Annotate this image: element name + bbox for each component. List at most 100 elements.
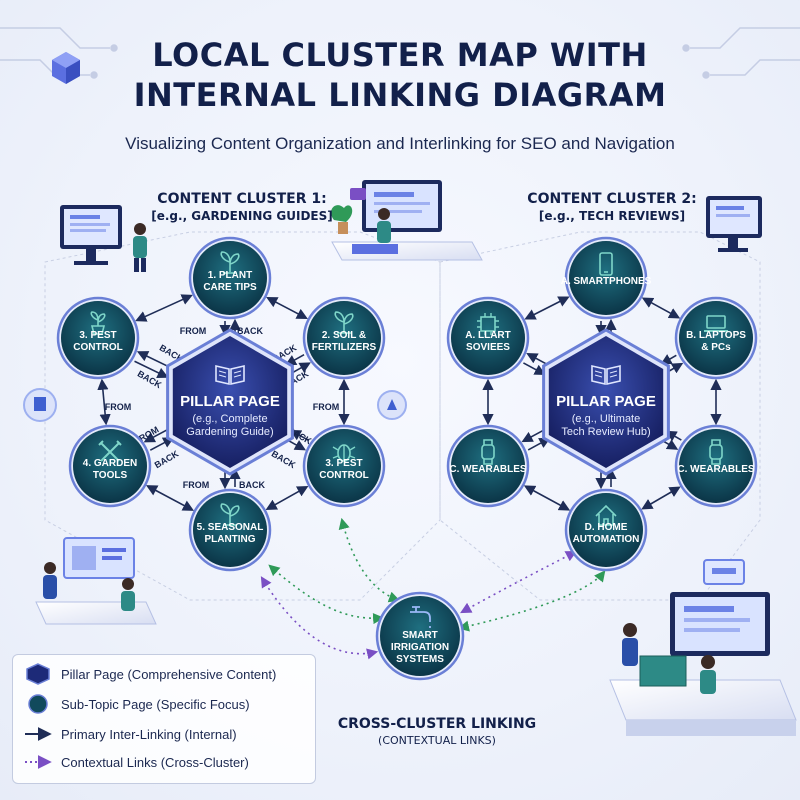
cross-link-seasonal-alt — [268, 564, 385, 625]
cluster1-spoke-from-5 — [134, 360, 169, 378]
hexagon-icon — [26, 663, 50, 685]
plant-icon — [220, 503, 240, 526]
node-label: D. HOME — [585, 522, 628, 533]
cluster2-ring-link-5 — [524, 296, 570, 320]
node-label: AUTOMATION — [573, 534, 640, 545]
cluster2-spoke-from-5 — [523, 362, 546, 376]
cross-node-label: SYSTEMS — [396, 654, 444, 665]
cluster2-node-3[interactable]: C. WEARABLES — [674, 424, 758, 508]
cross-link-pest — [338, 517, 401, 603]
book-icon — [215, 364, 245, 386]
cluster1-ring-link-4 — [97, 378, 111, 426]
cross-link-home — [460, 550, 577, 614]
seedling-icon — [334, 311, 354, 334]
home-icon — [595, 504, 617, 526]
pillar-line3: Tech Review Hub) — [561, 426, 650, 438]
watch-icon — [481, 439, 495, 465]
cluster1-ring-link-5 — [135, 294, 193, 322]
node-label: C. WEARABLES — [677, 464, 755, 475]
link-label-back: BACK — [136, 369, 164, 391]
pillar-title: PILLAR PAGE — [556, 393, 656, 410]
cross-link-layer — [260, 517, 606, 660]
cluster1-heading: CONTENT CLUSTER 1: [e.g., GARDENING GUID… — [112, 190, 372, 224]
cluster1-spoke-from-4 — [149, 437, 175, 451]
cluster2-spoke-back-4 — [521, 429, 545, 443]
cluster2-node-2[interactable]: B. LAPTOPS& PCs — [674, 296, 758, 380]
cluster1-node-2[interactable]: 2. SOIL &FERTILIZERS — [302, 296, 386, 380]
legend-contextual-label: Contextual Links (Cross-Cluster) — [61, 754, 249, 770]
pillar-line2: (e.g., Complete — [192, 413, 267, 425]
link-layer — [97, 294, 722, 511]
node-label: 5. SEASONAL — [197, 522, 264, 533]
faucet-icon — [410, 606, 431, 628]
cluster2-spoke-from-4 — [527, 437, 551, 451]
cluster2-node-5[interactable]: C. WEARABLES — [446, 424, 530, 508]
legend-box: Pillar Page (Comprehensive Content) Sub-… — [12, 654, 316, 784]
node-label: CARE TIPS — [203, 282, 257, 293]
solid-arrow-icon — [25, 727, 52, 741]
cluster2-region — [439, 231, 761, 601]
dashboard-illustration-left — [35, 537, 157, 625]
cluster2-spoke-back-5 — [526, 353, 549, 366]
smartphone-icon — [599, 252, 613, 276]
potted-plant-icon — [90, 311, 106, 335]
tools-icon — [98, 440, 122, 462]
node-label: A. SMARTPHONES — [561, 276, 652, 287]
side-icon-center — [377, 390, 407, 420]
node-label: CONTROL — [73, 342, 122, 353]
cluster2-ring-link-2 — [641, 486, 681, 510]
book-icon — [591, 364, 621, 386]
link-label-back: BACK — [270, 449, 298, 471]
cross-cluster-subtitle: (CONTEXTUAL LINKS) — [378, 734, 496, 747]
cluster1-subtitle: [e.g., GARDENING GUIDES] — [151, 209, 333, 223]
node-label: PLANTING — [204, 534, 255, 545]
cross-node-label: IRRIGATION — [391, 642, 449, 653]
cluster2-node-1[interactable]: A. SMARTPHONES — [561, 236, 652, 320]
node-label: 2. SOIL & — [322, 330, 366, 341]
node-label: 4. GARDEN — [83, 458, 137, 469]
link-label-back: BACK — [153, 448, 181, 470]
side-icon-left — [23, 388, 57, 422]
link-label-back: BACK — [237, 326, 263, 336]
sprout-icon — [220, 251, 240, 274]
cluster1-spoke-back-4 — [143, 428, 169, 443]
node-label: TOOLS — [93, 470, 128, 481]
cluster1-ring-link-0 — [266, 296, 308, 320]
cross-node-label: SMART — [402, 630, 438, 641]
node-label: 1. PLANT — [208, 270, 252, 281]
cluster1-spoke-back-5 — [136, 351, 172, 369]
link-label-from: FROM — [313, 402, 340, 412]
cluster2-ring-link-0 — [641, 297, 681, 319]
node-label: B. LAPTOPS — [686, 330, 746, 341]
monitor-person-illustration-left — [60, 205, 147, 272]
legend-subtopic-label: Sub-Topic Page (Specific Focus) — [61, 696, 250, 712]
circuit-decoration-right — [682, 27, 800, 79]
cluster2-title: CONTENT CLUSTER 2: — [527, 191, 697, 207]
cluster1-spoke-from-2 — [289, 429, 310, 442]
cluster2-ring-link-3 — [523, 485, 571, 511]
legend-item-subtopic: Sub-Topic Page (Specific Focus) — [23, 693, 250, 715]
pillar-title: PILLAR PAGE — [180, 393, 280, 410]
cluster1-ring-link-2 — [265, 485, 309, 511]
cross-cluster-label: CROSS-CLUSTER LINKING (CONTEXTUAL LINKS) — [322, 716, 552, 747]
node-label: CONTROL — [319, 470, 368, 481]
cluster1-spoke-back-1 — [291, 362, 311, 374]
smartwatch-icon — [709, 439, 723, 465]
node-label: 3. PEST — [325, 458, 362, 469]
legend-item-contextual: Contextual Links (Cross-Cluster) — [23, 751, 249, 773]
link-label-from: FROM — [105, 402, 132, 412]
cluster1-region — [44, 231, 441, 601]
laptop-icon — [704, 315, 728, 332]
workstation-illustration-bottom-right — [609, 559, 797, 736]
